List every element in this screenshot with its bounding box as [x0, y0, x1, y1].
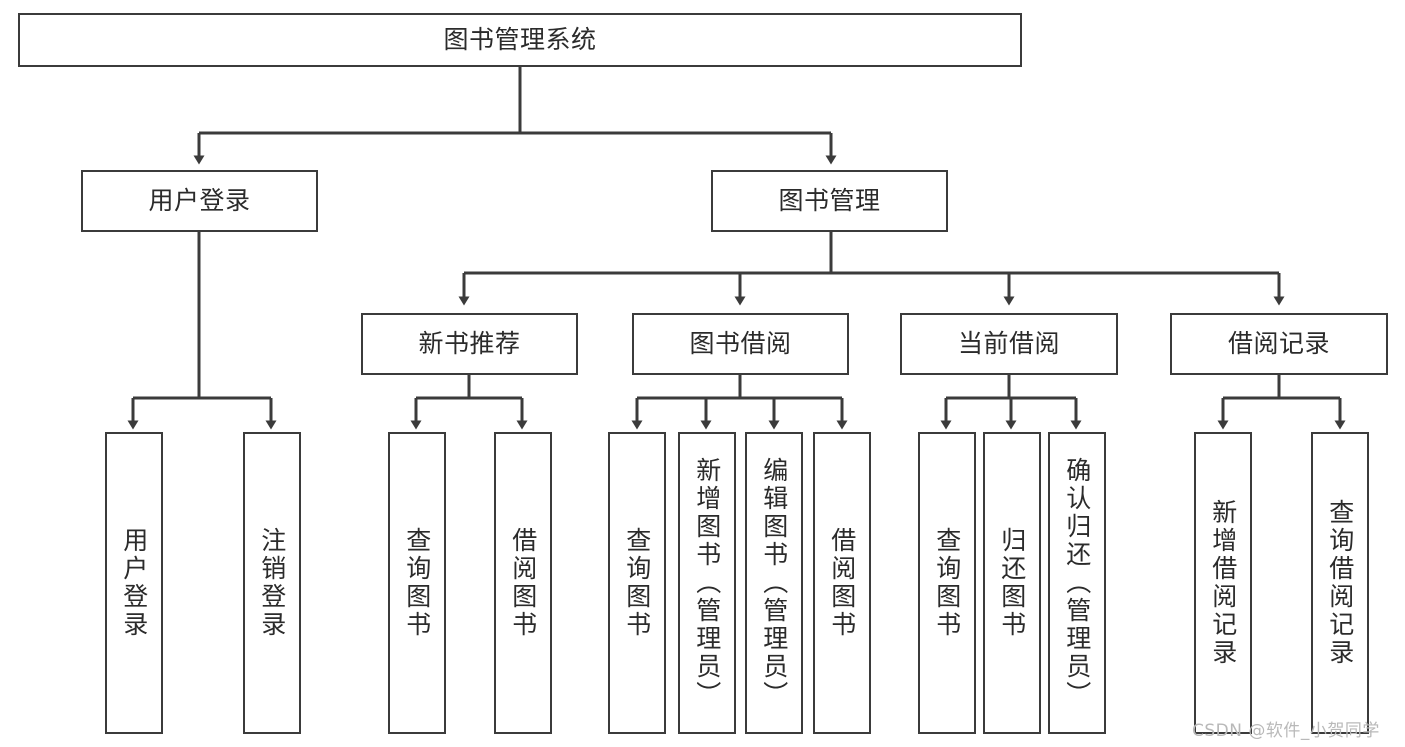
node-book-management-label: 图书管理: [778, 186, 881, 216]
node-user-login-label: 用户登录: [148, 186, 251, 216]
node-book-borrow[interactable]: 图书借阅: [632, 313, 849, 375]
node-leaf-edit-book-label: 编辑图书（管理员）: [759, 457, 789, 709]
node-borrow-record-label: 借阅记录: [1227, 329, 1330, 359]
node-leaf-query-book-1[interactable]: 查询图书: [388, 432, 446, 734]
node-leaf-return-book[interactable]: 归还图书: [983, 432, 1041, 734]
node-leaf-query-book-1-label: 查询图书: [402, 527, 432, 639]
node-leaf-query-book-3[interactable]: 查询图书: [918, 432, 976, 734]
node-leaf-user-logout[interactable]: 注销登录: [243, 432, 301, 734]
node-borrow-record[interactable]: 借阅记录: [1170, 313, 1388, 375]
node-leaf-add-book-label: 新增图书（管理员）: [692, 457, 722, 709]
csdn-watermark: CSDN @软件_小贺同学: [1192, 721, 1380, 741]
node-book-borrow-label: 图书借阅: [689, 329, 792, 359]
node-new-book-recommend-label: 新书推荐: [418, 329, 521, 359]
node-leaf-confirm-return[interactable]: 确认归还（管理员）: [1048, 432, 1106, 734]
node-current-borrow-label: 当前借阅: [957, 329, 1060, 359]
node-leaf-query-record[interactable]: 查询借阅记录: [1311, 432, 1369, 734]
node-leaf-query-book-2[interactable]: 查询图书: [608, 432, 666, 734]
node-root[interactable]: 图书管理系统: [18, 13, 1022, 67]
node-leaf-borrow-book-2[interactable]: 借阅图书: [813, 432, 871, 734]
node-root-label: 图书管理系统: [443, 25, 597, 55]
node-leaf-borrow-book-1-label: 借阅图书: [508, 527, 538, 639]
node-leaf-borrow-book-2-label: 借阅图书: [827, 527, 857, 639]
node-leaf-user-login[interactable]: 用户登录: [105, 432, 163, 734]
node-leaf-confirm-return-label: 确认归还（管理员）: [1062, 457, 1092, 709]
node-book-management[interactable]: 图书管理: [711, 170, 948, 232]
node-leaf-add-record-label: 新增借阅记录: [1208, 499, 1238, 667]
node-leaf-user-login-label: 用户登录: [119, 527, 149, 639]
node-leaf-query-book-3-label: 查询图书: [932, 527, 962, 639]
node-leaf-query-record-label: 查询借阅记录: [1325, 499, 1355, 667]
node-new-book-recommend[interactable]: 新书推荐: [361, 313, 578, 375]
node-leaf-return-book-label: 归还图书: [997, 527, 1027, 639]
node-leaf-add-record[interactable]: 新增借阅记录: [1194, 432, 1252, 734]
node-leaf-query-book-2-label: 查询图书: [622, 527, 652, 639]
node-current-borrow[interactable]: 当前借阅: [900, 313, 1118, 375]
node-user-login[interactable]: 用户登录: [81, 170, 318, 232]
node-leaf-edit-book[interactable]: 编辑图书（管理员）: [745, 432, 803, 734]
node-leaf-add-book[interactable]: 新增图书（管理员）: [678, 432, 736, 734]
node-leaf-user-logout-label: 注销登录: [257, 527, 287, 639]
node-leaf-borrow-book-1[interactable]: 借阅图书: [494, 432, 552, 734]
